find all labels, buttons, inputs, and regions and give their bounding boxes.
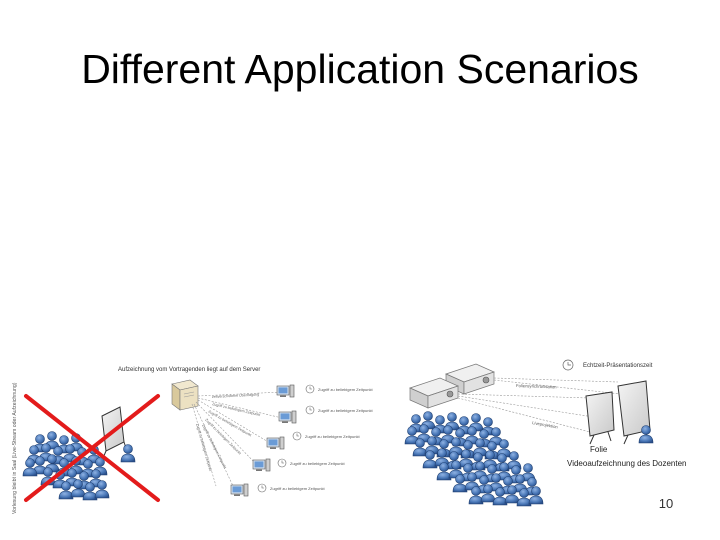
clock-icon [257, 483, 267, 493]
slide-title: Different Application Scenarios [81, 46, 639, 92]
beam-label-bottom: Liveprojektion [532, 420, 559, 430]
beam-label-top: Foliensynchronisation [516, 383, 557, 389]
scenario-diagram: Vorlesung bleibt in Saal (Live-Stream od… [12, 359, 687, 514]
client-label: Zugriff zu beliebigem Zeitpunkt [318, 387, 374, 392]
right-scenario: Echtzeit-Präsentationszeit Foliensynchro… [404, 359, 687, 507]
clock-icon [277, 458, 287, 468]
clock-icons [257, 384, 315, 493]
slide-number: 10 [658, 496, 674, 511]
right-crowd [404, 411, 544, 507]
clock-icon [562, 359, 574, 371]
projector-icon [445, 363, 495, 395]
client-label: Zugriff zu beliebigem Zeitpunkt [270, 486, 326, 491]
client-label: Zugriff zu beliebigem Zeitpunkt [318, 408, 374, 413]
slide-screen [585, 391, 615, 445]
clock-icon [292, 431, 302, 441]
projection-beams [457, 377, 631, 433]
red-cross-icon [24, 394, 160, 502]
slide-label: Folie [590, 445, 608, 454]
client-label: Zugriff zu beliebigem Zeitpunkt [290, 461, 346, 466]
server-header-text: Aufzeichnung vom Vortragenden liegt auf … [118, 367, 260, 373]
client-label: Zugriff zu beliebigem Zeitpunkt [305, 434, 361, 439]
left-scenario: Vorlesung bleibt in Saal (Live-Stream od… [12, 367, 374, 514]
projector-icon [409, 377, 459, 409]
clock-label: Echtzeit-Präsentationszeit [583, 363, 653, 369]
left-lecturer [120, 444, 136, 463]
video-label: Videoaufzeichnung des Dozenten [567, 459, 687, 468]
clock-icon [305, 405, 315, 415]
connection-lines [191, 391, 283, 489]
clock-icon [305, 384, 315, 394]
client-computers [230, 384, 297, 497]
left-side-caption: Vorlesung bleibt in Saal (Live-Stream od… [12, 382, 18, 514]
server-icon [171, 379, 199, 411]
connection-label: zeitverschobene Übertragung [212, 393, 259, 399]
